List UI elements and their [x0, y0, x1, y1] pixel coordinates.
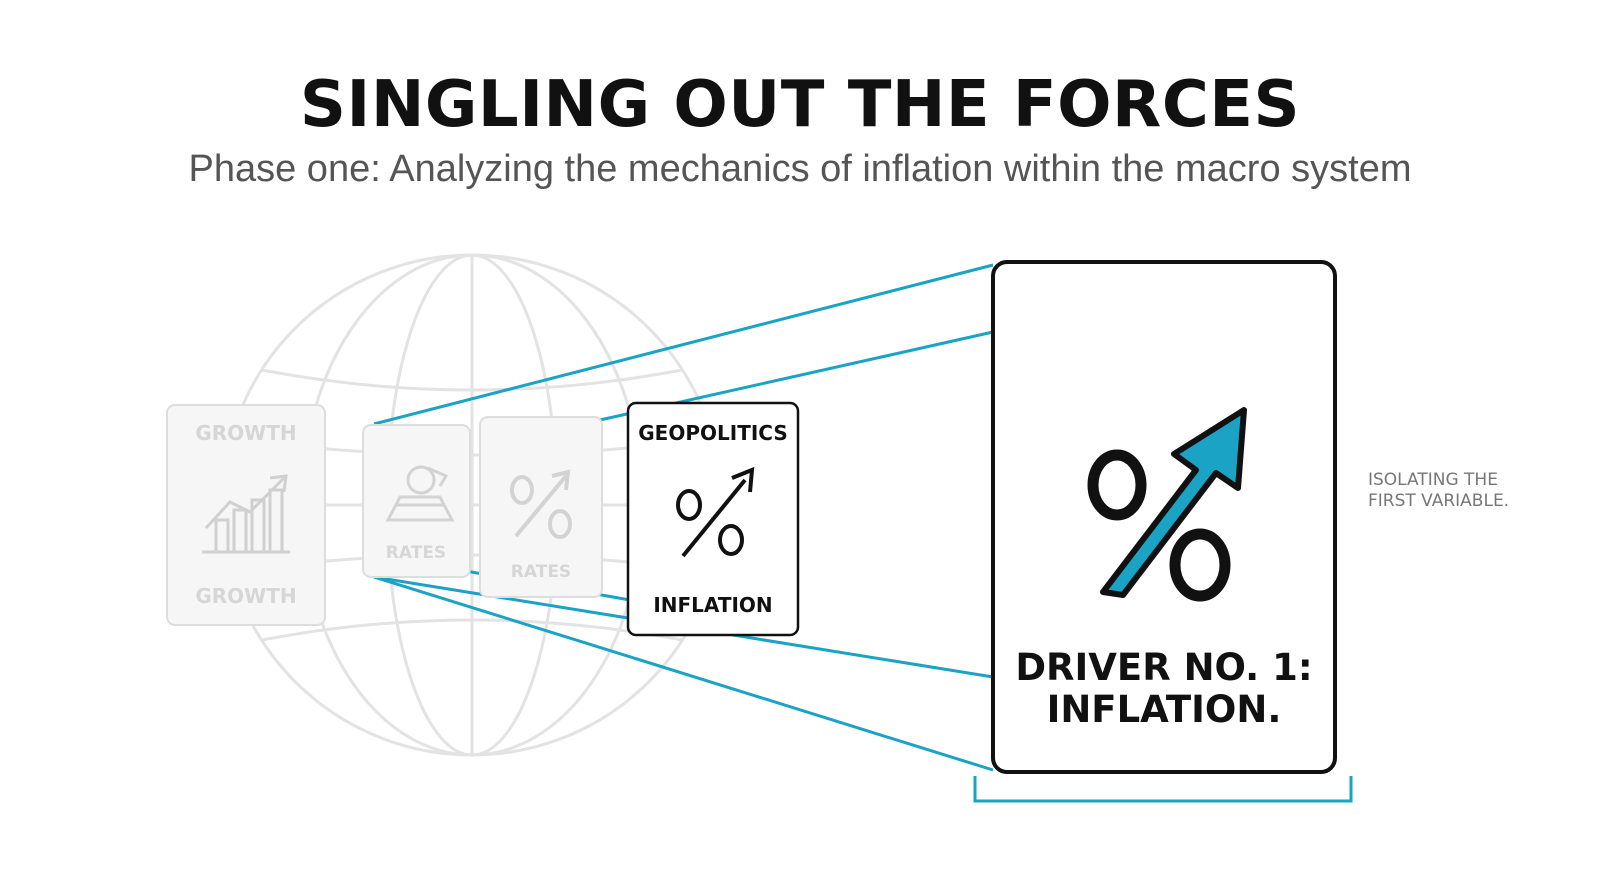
side-note-line1: ISOLATING THE [1368, 470, 1498, 490]
page-title: SINGLING OUT THE FORCES [299, 68, 1301, 142]
rates-scale-icon [385, 465, 455, 522]
page-subtitle: Phase one: Analyzing the mechanics of in… [188, 148, 1412, 190]
card-inflation-top-label: GEOPOLITICS [638, 421, 787, 445]
card-rates-a-label: RATES [386, 543, 446, 563]
card-rates-b: RATES [479, 416, 603, 598]
focus-bracket [973, 776, 1353, 803]
card-growth-bottom-label: GROWTH [195, 584, 296, 608]
percent-arrow-icon [510, 469, 572, 539]
side-note-line2: FIRST VARIABLE. [1368, 491, 1510, 511]
focus-card-line2: INFLATION. [1047, 688, 1282, 731]
growth-chart-icon [202, 474, 290, 554]
card-growth-top-label: GROWTH [195, 421, 296, 445]
focus-card: DRIVER NO. 1: INFLATION. [991, 260, 1337, 774]
focus-card-line1: DRIVER NO. 1: [1015, 646, 1312, 689]
card-inflation: GEOPOLITICS INFLATION [626, 401, 800, 637]
card-rates-b-label: RATES [511, 562, 571, 582]
side-note: ISOLATING THE FIRST VARIABLE. [1368, 470, 1568, 512]
card-rates-a: RATES [362, 424, 471, 578]
card-growth: GROWTH GROWTH [166, 404, 326, 626]
percent-arrow-icon [1087, 407, 1247, 602]
percent-arrow-icon [676, 466, 755, 558]
card-inflation-bottom-label: INFLATION [653, 593, 772, 617]
